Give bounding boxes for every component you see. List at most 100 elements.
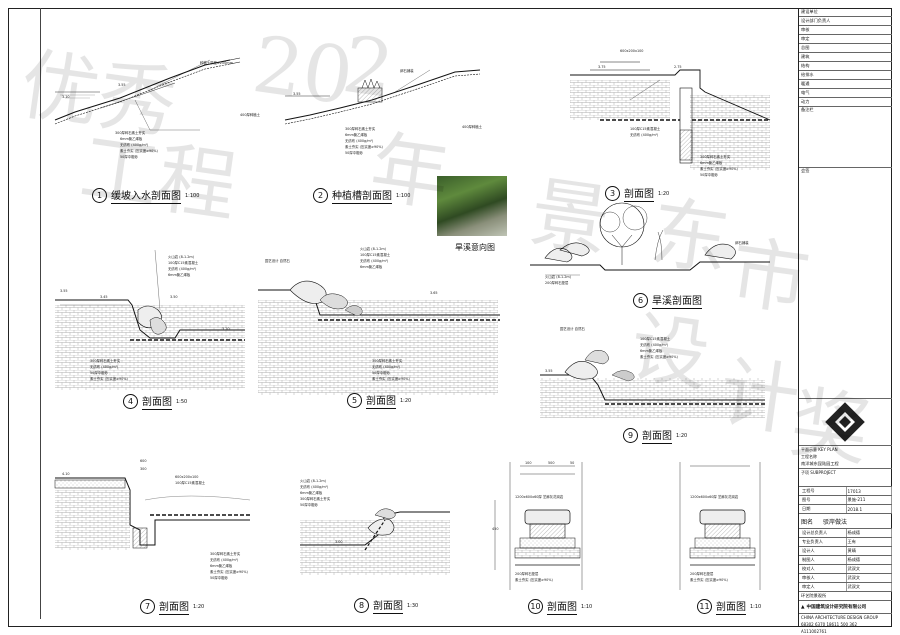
section-1-drawing [54,57,241,131]
svg-text:6mm聚乙烯板: 6mm聚乙烯板 [360,264,383,269]
svg-text:300厚碎石素土夯实: 300厚碎石素土夯实 [90,358,121,363]
design-dept: 环艺院景观所 [799,592,892,601]
drawing-area [40,8,799,619]
svg-text:园艺设计 自然石: 园艺设计 自然石 [265,258,290,263]
svg-text:300厚碎石素土夯实: 300厚碎石素土夯实 [700,154,731,159]
role-row: 专业负责人王有 [799,538,892,547]
section-9-drawing [540,350,765,418]
section-number: 8 [354,598,369,613]
subproject-label: 子项 SUBPROJECT [801,470,836,475]
svg-text:无纺布 (400g/m²): 无纺布 (400g/m²) [168,266,197,271]
section-title-2: 2 种植槽剖面图 1:100 [313,187,410,204]
section-title: 缓坡入水剖面图 [111,187,181,204]
svg-text:无纺布 (400g/m²): 无纺布 (400g/m²) [640,342,669,347]
level-mark: 4.10 [62,472,70,476]
cert: A111002761 [801,629,827,634]
drawing-sheet [8,8,892,627]
section-title: 剖面图 [547,598,577,615]
svg-text:300厚碎石素土夯实: 300厚碎石素土夯实 [300,496,331,501]
svg-text:无纺布 (400g/m²): 无纺布 (400g/m²) [90,364,119,369]
firm-logo-icon: ▲ [801,604,805,610]
svg-text:无纺布 (400g/m²): 无纺布 (400g/m²) [210,557,239,562]
svg-text:素土夯实 (压实度≥90%): 素土夯实 (压实度≥90%) [700,166,739,171]
section-number: 6 [633,293,648,308]
section-title: 种植槽剖面图 [332,187,392,204]
svg-text:种植土厚度≥200mm: 种植土厚度≥200mm [200,60,234,65]
svg-text:卵石铺装: 卵石铺装 [400,68,414,73]
section-scale: 1:20 [658,190,670,197]
section-scale: 1:100 [185,192,200,199]
section-scale: 1:30 [407,602,419,609]
section-title-10: 10 剖面图 1:10 [528,598,592,615]
tb-discipline-row: 给排水 [799,71,892,80]
section-5-drawing [258,280,500,395]
tb-row: 审定 [799,35,892,44]
key-plan [799,399,892,446]
section-7-drawing [54,477,251,550]
firm-name: 中国建筑设计研究院有限公司 [806,605,867,610]
section-number: 7 [140,599,155,614]
svg-text:1200x600x60厚 芝麻灰花岗岩: 1200x600x60厚 芝麻灰花岗岩 [690,494,739,499]
svg-text:300: 300 [140,467,146,471]
tb-row: 建设单位 [799,8,892,17]
drawing-title: 驳岸做法 [823,518,848,526]
section-scale: 1:10 [581,603,593,610]
svg-text:300厚碎石素土夯实: 300厚碎石素土夯实 [345,126,376,131]
svg-text:100: 100 [525,461,531,465]
svg-text:素土夯实 (压实度≥90%): 素土夯实 (压实度≥90%) [515,577,554,582]
svg-text:100厚C15素混凝土: 100厚C15素混凝土 [640,336,671,341]
svg-text:园艺设计 自然石: 园艺设计 自然石 [560,326,585,331]
svg-text:50厚中粗砂: 50厚中粗砂 [700,172,718,177]
svg-text:素土夯实 (压实度≥90%): 素土夯实 (压实度≥90%) [690,577,729,582]
svg-text:300厚碎石素土夯实: 300厚碎石素土夯实 [115,130,146,135]
svg-text:素土夯实 (压实度≥90%): 素土夯实 (压实度≥90%) [120,148,159,153]
section-4-drawing [55,249,245,390]
svg-text:无纺布 (400g/m²): 无纺布 (400g/m²) [372,364,401,369]
svg-text:100厚C15素混凝土: 100厚C15素混凝土 [360,252,391,257]
level-mark: 3.55 [293,92,301,96]
section-number: 10 [528,599,543,614]
svg-text:300厚碎石素土夯实: 300厚碎石素土夯实 [210,551,241,556]
svg-text:400厚种植土: 400厚种植土 [462,124,483,129]
key-plan-label: 平面示意 KEY PLAN [801,447,838,452]
photo-caption: 旱溪意向图 [455,243,495,252]
section-number: 5 [347,393,362,408]
section-title: 剖面图 [624,185,654,202]
section-number: 11 [697,599,712,614]
svg-text:无纺布 (400g/m²): 无纺布 (400g/m²) [345,138,374,143]
section-title-11: 11 剖面图 1:10 [697,598,761,615]
svg-text:无纺布 (400g/m²): 无纺布 (400g/m²) [120,142,149,147]
section-number: 3 [605,186,620,201]
firm-english: CHINA ARCHITECTURE DESIGN GROUP [801,615,879,620]
section-number: 2 [313,188,328,203]
tb-discipline-row: 结构 [799,62,892,71]
svg-text:火山岩 (8-1.2m): 火山岩 (8-1.2m) [545,274,572,279]
section-scale: 1:20 [193,603,205,610]
svg-text:素土夯实 (压实度≥90%): 素土夯实 (压实度≥90%) [90,376,129,381]
svg-text:6mm聚乙烯板: 6mm聚乙烯板 [300,490,323,495]
svg-text:6mm聚乙烯板: 6mm聚乙烯板 [210,563,233,568]
section-6-drawing [530,202,770,276]
section-10-drawing [494,462,583,590]
tb-discipline-row: 动力 [799,98,892,107]
section-title: 剖面图 [159,598,189,615]
svg-text:1200x600x60厚 芝麻灰花岗岩: 1200x600x60厚 芝麻灰花岗岩 [515,494,564,499]
project-label: 工程名称 [801,454,817,459]
svg-text:6mm聚乙烯板: 6mm聚乙烯板 [640,348,663,353]
section-title: 剖面图 [366,392,396,409]
svg-text:素土夯实 (压实度≥90%): 素土夯实 (压实度≥90%) [345,144,384,149]
section-title-9: 9 剖面图 1:20 [623,427,687,444]
section-title-6: 6 旱溪剖面图 [633,292,706,309]
section-title-1: 1 缓坡入水剖面图 1:100 [92,187,199,204]
level-mark: 3.20 [222,327,230,331]
level-mark: 3.55 [545,369,553,373]
level-mark: 3.50 [170,295,178,299]
section-title: 旱溪剖面图 [652,292,702,309]
project-name: 南洋城东昆陆园工程 [799,460,892,469]
section-title: 剖面图 [642,427,672,444]
tb-discipline-row: 暖通 [799,80,892,89]
section-scale: 1:10 [750,603,762,610]
tb-signatures: 会签 [799,168,892,399]
svg-text:卵石铺装: 卵石铺装 [735,240,749,245]
section-number: 9 [623,428,638,443]
